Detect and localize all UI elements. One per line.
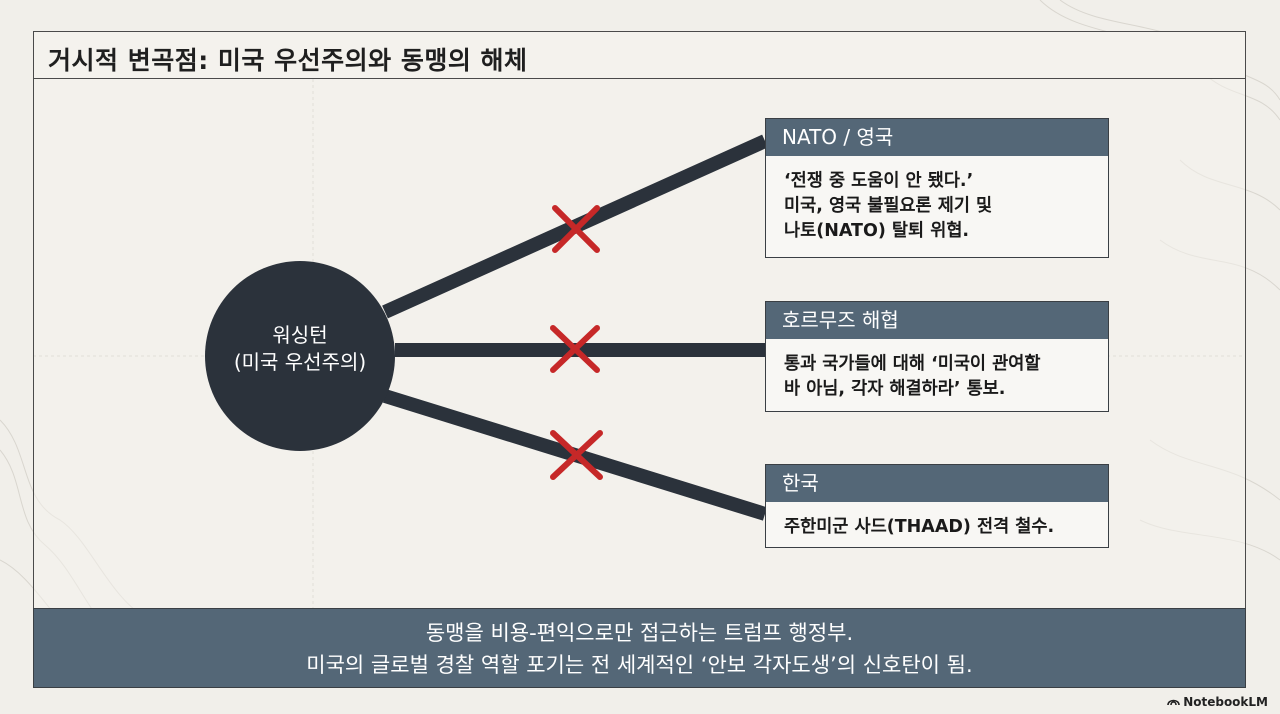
- severed-x-icon: [550, 430, 603, 480]
- branch-header: 호르무즈 해협: [766, 302, 1108, 339]
- hub-circle: [205, 261, 395, 451]
- summary-line1: 동맹을 비용-편익으로만 접근하는 트럼프 행정부.: [425, 621, 854, 645]
- branch-box-hormuz: 호르무즈 해협 통과 국가들에 대해 ‘미국이 관여할 바 아님, 각자 해결하…: [765, 301, 1109, 412]
- branch-body: 통과 국가들에 대해 ‘미국이 관여할 바 아님, 각자 해결하라’ 통보.: [784, 354, 1041, 399]
- severed-x-icon: [550, 325, 600, 373]
- page-title: 거시적 변곡점: 미국 우선주의와 동맹의 해체: [48, 46, 528, 75]
- hub-label-line1: 워싱턴: [272, 323, 328, 347]
- notebooklm-logo-icon: [1167, 695, 1180, 709]
- summary-banner: 동맹을 비용-편익으로만 접근하는 트럼프 행정부. 미국의 글로벌 경찰 역할…: [33, 608, 1246, 688]
- brand-watermark: NotebookLM: [1167, 695, 1268, 709]
- hub-label: 워싱턴 (미국 우선주의): [205, 322, 395, 376]
- branch-body: ‘전쟁 중 도움이 안 됐다.’ 미국, 영국 불필요론 제기 및 나토(NAT…: [784, 171, 993, 241]
- branch-header: 한국: [766, 465, 1108, 502]
- branch-box-korea: 한국 주한미군 사드(THAAD) 전격 철수.: [765, 464, 1109, 548]
- branch-body: 주한미군 사드(THAAD) 전격 철수.: [784, 517, 1055, 537]
- brand-name: NotebookLM: [1183, 695, 1268, 709]
- hub-label-line2: (미국 우선주의): [233, 350, 367, 374]
- branch-header: NATO / 영국: [766, 119, 1108, 156]
- summary-line2: 미국의 글로벌 경찰 역할 포기는 전 세계적인 ‘안보 각자도생’의 신호탄이…: [306, 653, 973, 677]
- severed-x-icon: [552, 205, 600, 253]
- title-bar: 거시적 변곡점: 미국 우선주의와 동맹의 해체: [33, 31, 1246, 79]
- branch-box-nato: NATO / 영국 ‘전쟁 중 도움이 안 됐다.’ 미국, 영국 불필요론 제…: [765, 118, 1109, 258]
